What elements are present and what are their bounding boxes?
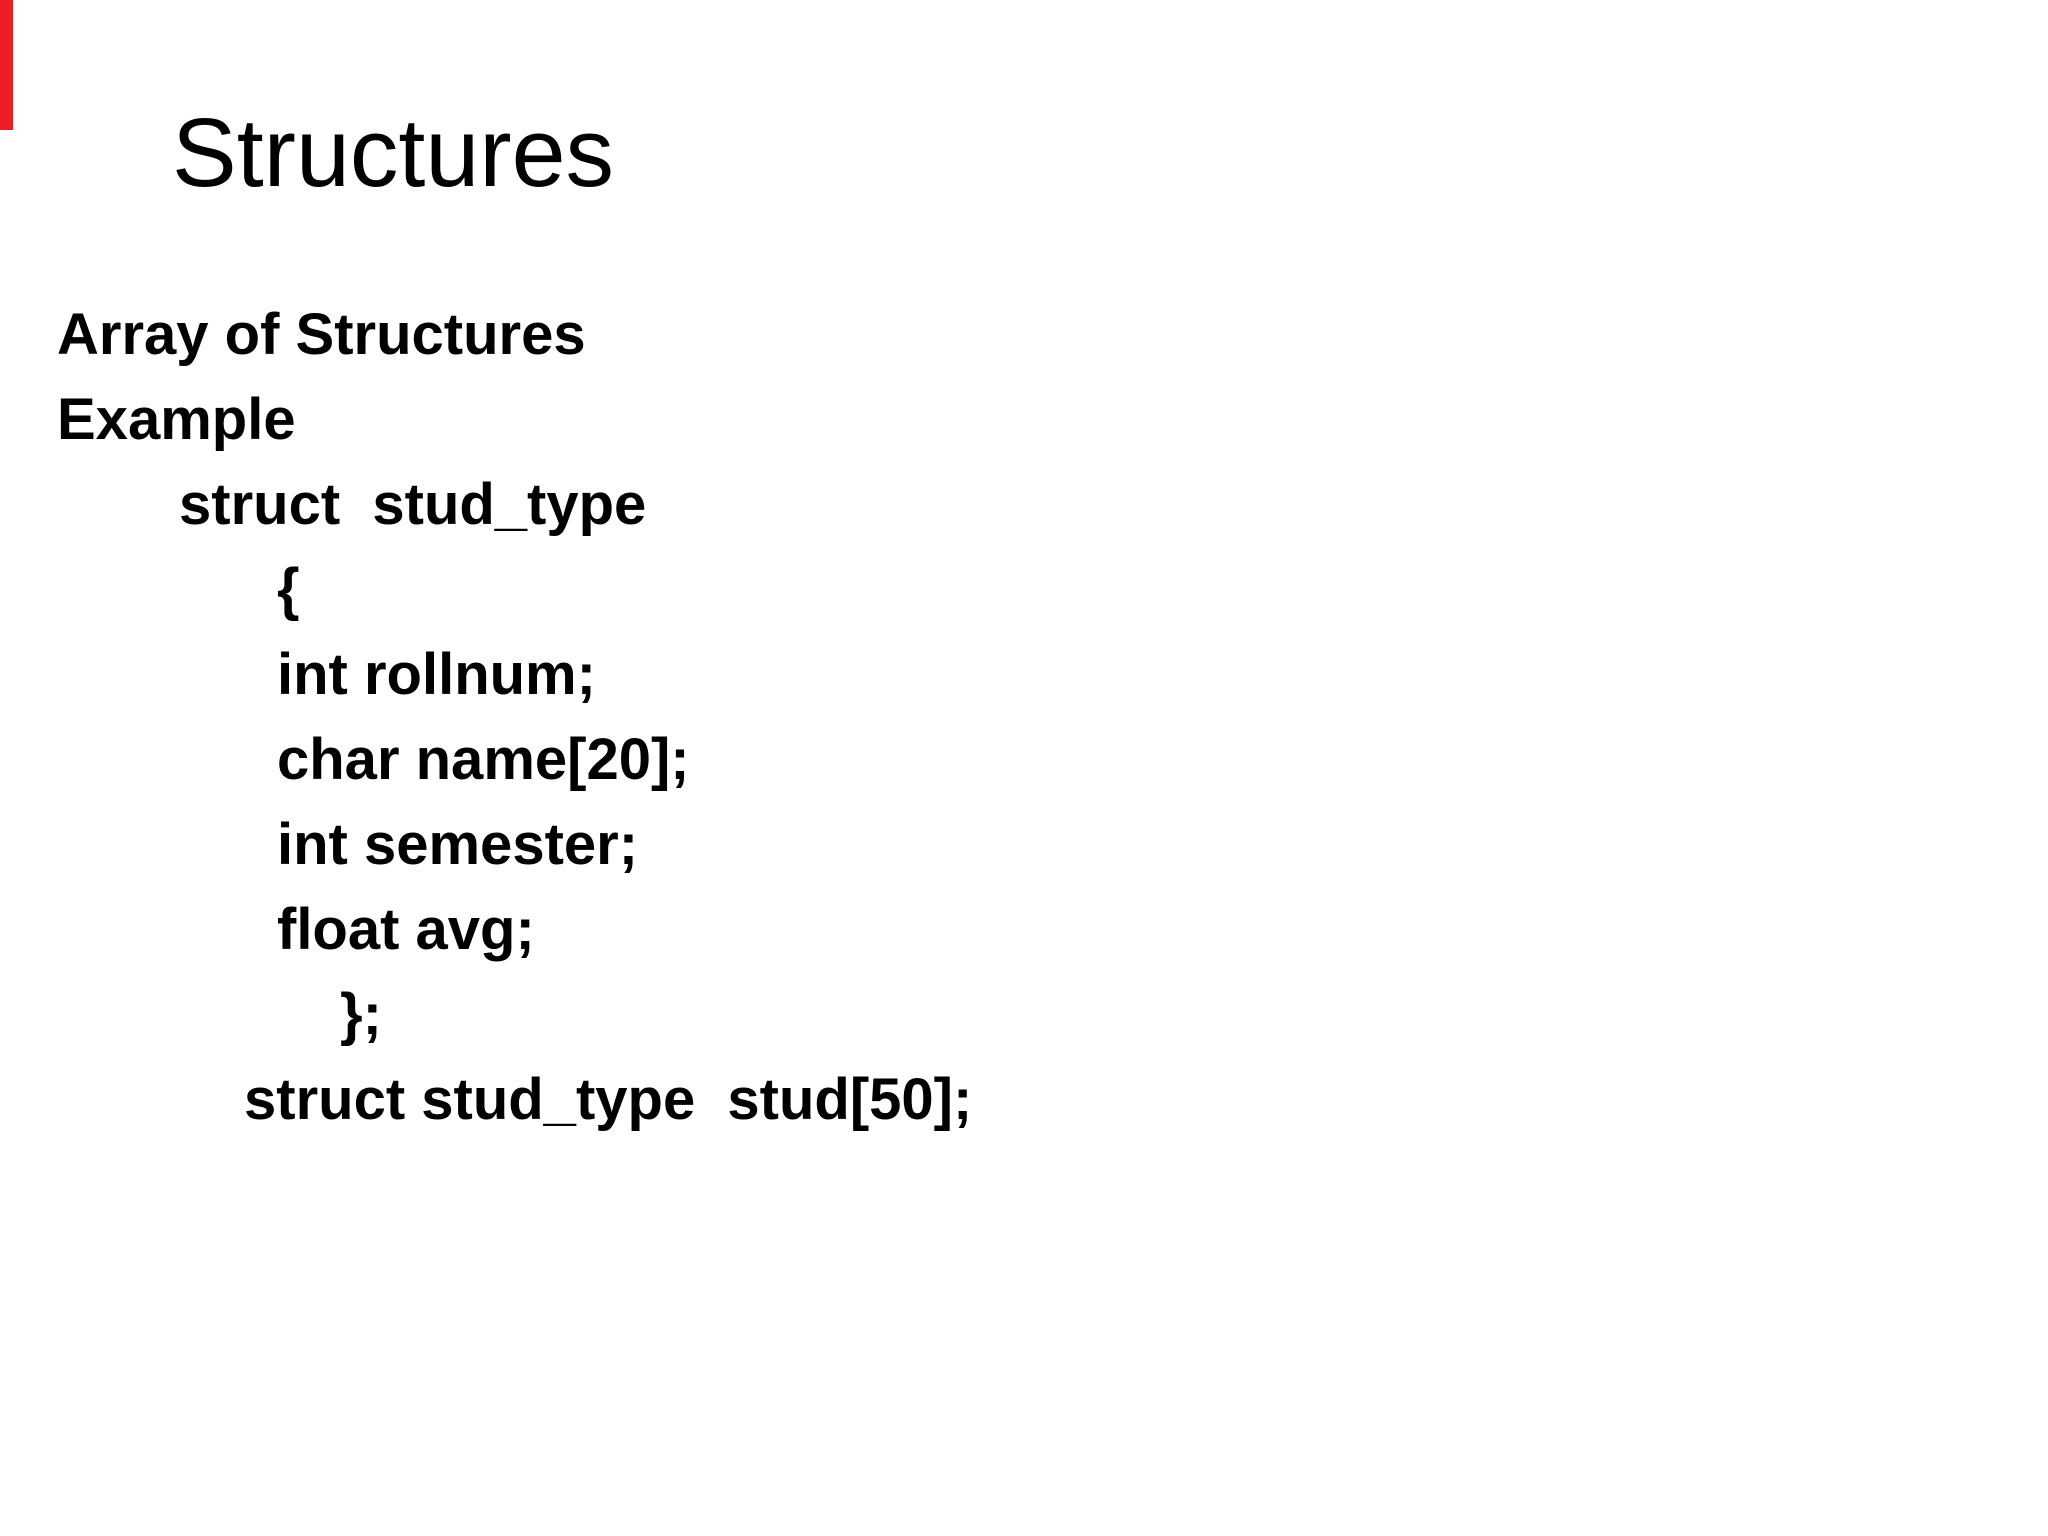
red-corner-marker (0, 0, 13, 130)
code-line-array-decl: struct stud_type stud[50]; (244, 1067, 973, 1132)
code-line-close-brace: }; (340, 982, 382, 1047)
code-line-avg: float avg; (277, 897, 535, 962)
code-line-open-brace: { (277, 557, 300, 622)
code-line-example: Example (57, 387, 296, 452)
code-line-struct-decl: struct stud_type (179, 472, 647, 537)
slide-title: Structures (172, 98, 615, 207)
code-line-semester: int semester; (277, 812, 639, 877)
code-line-heading: Array of Structures (57, 302, 586, 367)
code-line-name: char name[20]; (277, 727, 690, 792)
code-line-rollnum: int rollnum; (277, 642, 596, 707)
code-block: Array of Structures Example struct stud_… (0, 292, 2048, 1142)
